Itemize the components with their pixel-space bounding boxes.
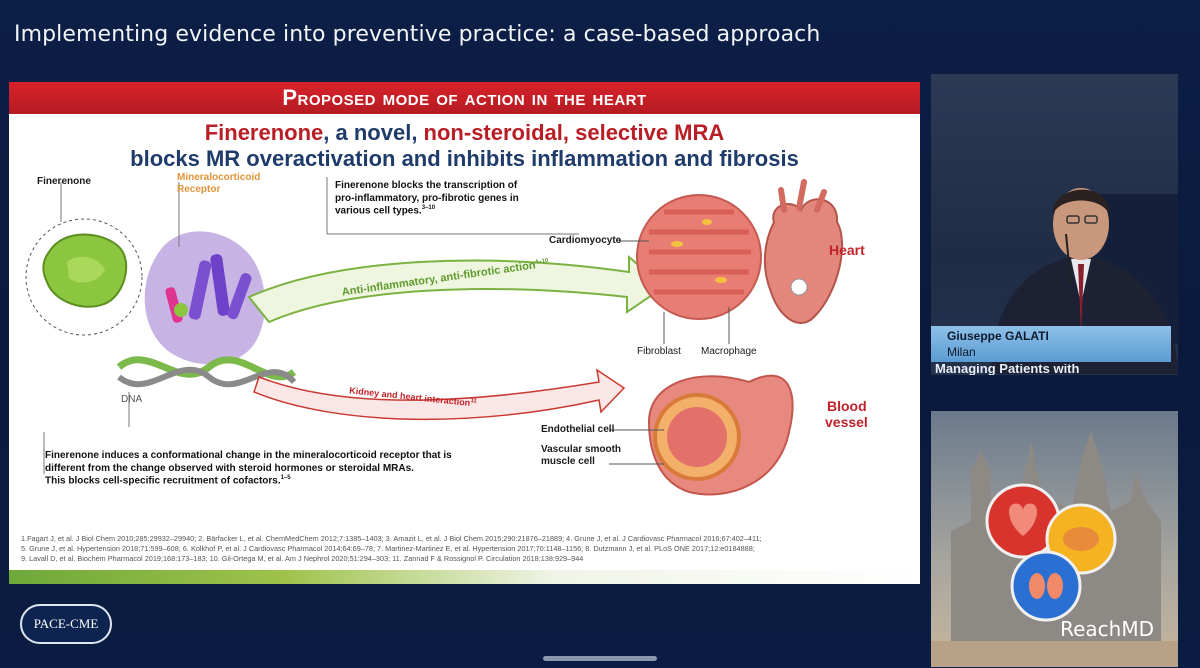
speaker-city: Milan (947, 345, 976, 359)
references: 1.Fagart J, et al. J Biol Chem 2010;285:… (21, 534, 762, 563)
label-heart: Heart (829, 242, 865, 258)
label-finerenone: Finerenone (37, 176, 91, 187)
note-top: Finerenone blocks the transcription of p… (335, 180, 519, 217)
kidney-heart-arrow (253, 368, 626, 421)
label-vsm-line2: muscle cell (541, 456, 595, 467)
label-fibroblast: Fibroblast (637, 346, 681, 357)
headline-class: non-steroidal, selective MRA (423, 120, 725, 145)
speaker-ticker: Managing Patients with (935, 364, 1080, 375)
slide-footer-stripe (9, 570, 920, 584)
label-cardiomyocyte: Cardiomyocyte (549, 235, 622, 246)
headline-connector: , a novel, (323, 120, 424, 145)
cardiomyocyte-tissue (636, 194, 762, 320)
label-blood-line2: vessel (825, 414, 868, 430)
label-macrophage: Macrophage (701, 346, 757, 357)
finerenone-zoom-circle (25, 218, 143, 336)
label-vsm-line1: Vascular smooth (541, 444, 622, 455)
label-blood-line1: Blood (827, 398, 867, 414)
event-branding-panel: ReachMD (931, 411, 1178, 667)
mode-of-action-illustration (25, 177, 844, 496)
speaker-name: Giuseppe GALATI (947, 329, 1049, 343)
slide: Proposed mode of action in the heart Fin… (9, 82, 920, 584)
video-scrubber-handle[interactable] (543, 656, 657, 661)
speaker-name-plate: Giuseppe GALATI Milan (931, 326, 1171, 362)
cathedral-illustration (931, 431, 1178, 667)
kidney-badge (1010, 550, 1082, 622)
speaker-video: Giuseppe GALATI Milan Managing Patients … (931, 74, 1178, 375)
slide-subheadline: blocks MR overactivation and inhibits in… (130, 146, 799, 171)
reachmd-logo: ReachMD (1060, 617, 1154, 641)
receptor-protein (144, 231, 265, 365)
stage-title: Implementing evidence into preventive pr… (14, 22, 821, 47)
label-mr-line2: Receptor (177, 184, 221, 195)
label-endothelial: Endothelial cell (541, 424, 615, 435)
headline-drug: Finerenone (204, 120, 324, 145)
pace-cme-logo: PACE-CME (20, 604, 112, 644)
label-dna: DNA (121, 394, 143, 405)
label-mr-line1: Mineralocorticoid (177, 172, 261, 183)
anti-inflammatory-arrow (247, 254, 666, 324)
slide-headline: Finerenone, a novel, non-steroidal, sele… (9, 120, 920, 146)
slide-header: Proposed mode of action in the heart (9, 82, 920, 114)
heart-illustration (763, 198, 844, 324)
note-bottom: Finerenone induces a conformational chan… (45, 450, 452, 487)
